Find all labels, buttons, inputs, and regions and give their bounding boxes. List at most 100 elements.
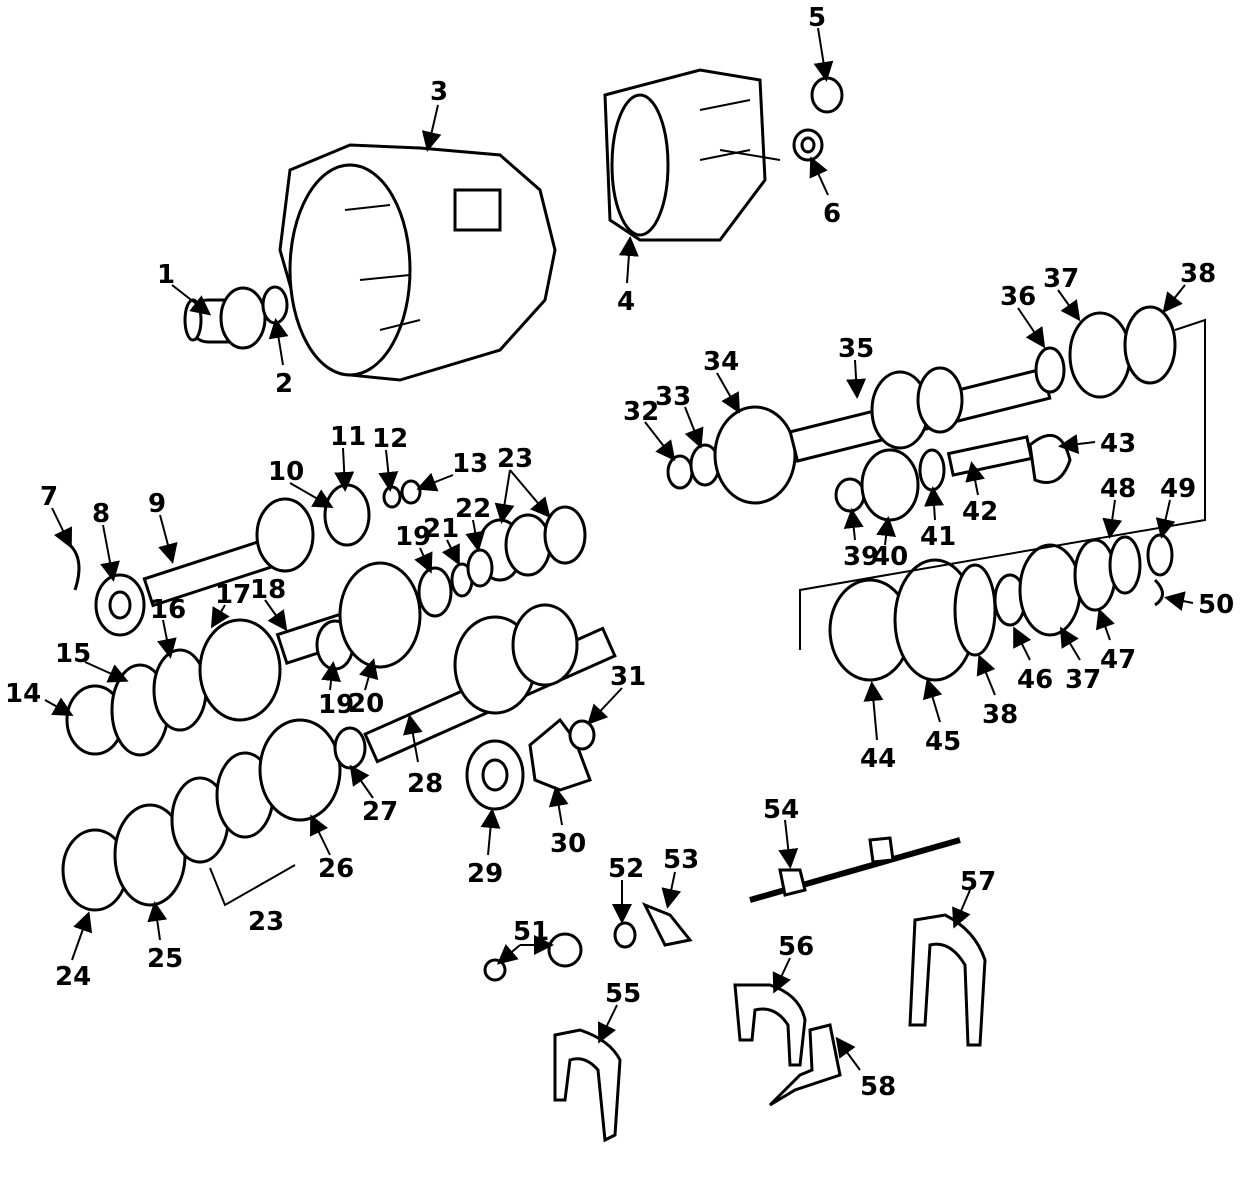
callout-39: 39	[843, 542, 879, 572]
callout-2: 2	[275, 369, 293, 399]
callout-16: 16	[150, 595, 186, 625]
callout-34: 34	[703, 347, 739, 377]
callout-36: 36	[1000, 282, 1036, 312]
part-ring-16	[152, 648, 208, 732]
part-fork-56	[733, 983, 807, 1067]
part-snap-ring	[68, 543, 81, 591]
part-bearing-19b	[417, 566, 453, 618]
callout-56: 56	[778, 932, 814, 962]
callout-5: 5	[808, 3, 826, 33]
callout-17: 17	[215, 580, 251, 610]
callout-45: 45	[925, 727, 961, 757]
part-ring-38a	[1123, 305, 1177, 385]
callout-9: 9	[148, 489, 166, 519]
callout-4: 4	[617, 287, 635, 317]
assembly-bracket-right	[799, 318, 1206, 650]
callout-40: 40	[872, 542, 908, 572]
part-sync-ring-b	[504, 513, 552, 577]
callout-6: 6	[823, 199, 841, 229]
part-nut-31	[568, 719, 596, 751]
callout-19-lower: 19	[318, 690, 354, 720]
part-snap-ring-32	[666, 454, 694, 490]
part-bearing-27	[333, 726, 367, 770]
part-bearing-cup	[810, 76, 844, 114]
callout-12: 12	[372, 424, 408, 454]
callout-55: 55	[605, 979, 641, 1009]
callout-47: 47	[1100, 645, 1136, 675]
part-fork-57	[908, 913, 987, 1047]
part-bearing-retainer	[183, 286, 267, 350]
part-disk-49	[1146, 533, 1174, 577]
part-bearing-39	[834, 477, 866, 513]
callout-30: 30	[550, 829, 586, 859]
part-lever-53	[641, 902, 693, 947]
part-spring-51a	[483, 958, 507, 982]
callout-32: 32	[623, 397, 659, 427]
callout-23-upper: 23	[497, 444, 533, 474]
part-shaft-42	[946, 435, 1034, 477]
part-retainer-30	[528, 717, 592, 792]
callout-28: 28	[407, 769, 443, 799]
callout-1: 1	[157, 260, 175, 290]
callout-15: 15	[55, 639, 91, 669]
part-bearing-cup-hole	[800, 136, 816, 154]
part-ring-41	[918, 448, 946, 492]
callout-48: 48	[1100, 474, 1136, 504]
leader-lines	[44, 27, 1194, 1071]
part-gear-34	[713, 405, 797, 505]
part-spring-52	[613, 921, 637, 949]
callout-49: 49	[1160, 474, 1196, 504]
callout-25: 25	[147, 944, 183, 974]
callout-51: 51	[513, 917, 549, 947]
part-fork-55	[553, 1028, 622, 1143]
callout-23-lower: 23	[248, 907, 284, 937]
callout-43: 43	[1100, 429, 1136, 459]
part-ring-22	[466, 548, 494, 588]
callout-37-lower: 37	[1065, 665, 1101, 695]
callout-13: 13	[452, 449, 488, 479]
callout-57: 57	[960, 867, 996, 897]
part-seal	[261, 285, 289, 325]
callout-46: 46	[1017, 665, 1053, 695]
part-ring-12	[382, 485, 402, 509]
part-gear-20	[338, 561, 422, 669]
part-lever-58	[768, 1023, 842, 1107]
part-shaft-35	[788, 366, 1052, 463]
part-sync-ring-c	[543, 505, 587, 565]
part-clutch-housing	[278, 143, 557, 382]
callout-labels: 1 2 3 4 5 6 7 8 9 10 11 12 13 23 14 15 1…	[5, 3, 1234, 1102]
part-fork-43	[1028, 434, 1072, 484]
callout-7: 7	[40, 482, 58, 512]
callout-20: 20	[348, 689, 384, 719]
callout-35: 35	[838, 334, 874, 364]
part-shift-rail-54	[749, 836, 961, 903]
callout-41: 41	[920, 522, 956, 552]
callout-10: 10	[268, 457, 304, 487]
callout-44: 44	[860, 744, 896, 774]
callout-50: 50	[1198, 590, 1234, 620]
part-bearing-48	[1108, 535, 1142, 595]
callout-27: 27	[362, 797, 398, 827]
callout-53: 53	[663, 845, 699, 875]
part-transmission-case	[603, 68, 781, 242]
part-gear-40	[860, 448, 920, 522]
callout-37-upper: 37	[1043, 264, 1079, 294]
part-input-shaft	[142, 497, 315, 608]
callout-3: 3	[430, 77, 448, 107]
part-gear-37a	[1068, 311, 1132, 399]
callout-33: 33	[655, 382, 691, 412]
part-detent-51b	[547, 932, 583, 968]
part-shim-11	[323, 483, 371, 547]
part-clip-50	[1153, 578, 1164, 607]
callout-22: 22	[455, 494, 491, 524]
part-ring-13	[400, 479, 422, 505]
callout-54: 54	[763, 795, 799, 825]
part-ring-38b	[953, 563, 997, 657]
callout-21: 21	[423, 514, 459, 544]
callout-18: 18	[250, 575, 286, 605]
callout-19-upper: 19	[395, 522, 431, 552]
callout-52: 52	[608, 854, 644, 884]
callout-11: 11	[330, 422, 366, 452]
callout-31: 31	[610, 662, 646, 692]
part-mainshaft-28	[363, 603, 617, 764]
